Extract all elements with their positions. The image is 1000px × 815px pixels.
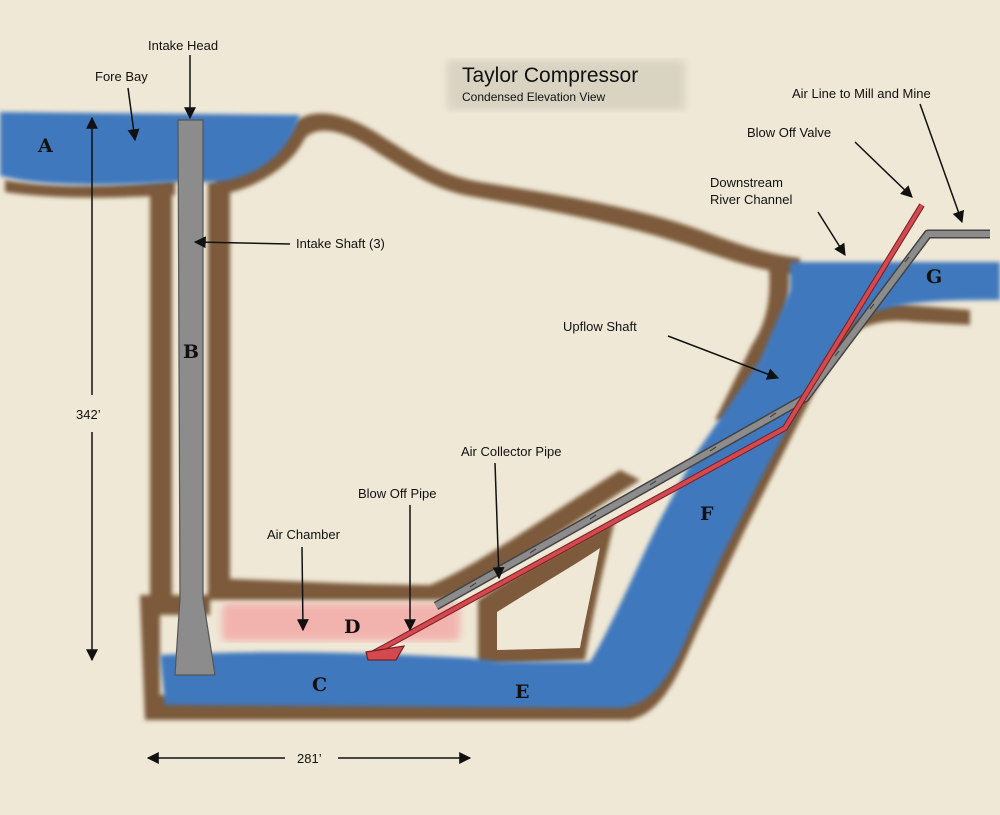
letter-c: C [312, 674, 327, 696]
rock-outline [5, 113, 970, 720]
arrow-air-collector [492, 462, 505, 580]
arrow-air-chamber [296, 546, 309, 632]
letter-e: E [515, 681, 529, 703]
label-downstream-line1: Downstream [710, 175, 783, 190]
water-body [0, 112, 1000, 708]
label-upflow-shaft: Upflow Shaft [563, 319, 637, 334]
flow-passage-water [160, 262, 1000, 708]
arrow-downstream [817, 211, 846, 257]
intake-shaft [174, 119, 216, 676]
label-air-collector-pipe: Air Collector Pipe [461, 444, 561, 459]
arrow-air-line [919, 103, 965, 224]
letter-f: F [700, 503, 714, 525]
title-box [447, 60, 685, 110]
label-air-chamber: Air Chamber [267, 527, 341, 542]
label-fore-bay: Fore Bay [95, 69, 148, 84]
arrow-blow-off-valve [854, 141, 913, 198]
diagram-subtitle: Condensed Elevation View [462, 90, 606, 104]
air-collector-pipe [433, 229, 990, 610]
label-blow-off-valve: Blow Off Valve [747, 125, 831, 140]
label-blow-off-pipe: Blow Off Pipe [358, 486, 437, 501]
air-chamber [222, 603, 460, 641]
label-air-line: Air Line to Mill and Mine [792, 86, 931, 101]
label-downstream-line2: River Channel [710, 192, 792, 207]
dimension-height: 342’ [76, 407, 101, 422]
blow-off-pipe [365, 203, 925, 661]
dimension-width: 281’ [297, 751, 322, 766]
arrow-upflow-shaft [667, 335, 780, 380]
letter-b: B [183, 341, 199, 363]
label-intake-head: Intake Head [148, 38, 218, 53]
label-intake-shaft: Intake Shaft (3) [296, 236, 385, 251]
letter-g: G [926, 266, 942, 288]
island [497, 548, 600, 650]
fore-bay-water [0, 112, 300, 185]
annotation-arrows [86, 55, 965, 764]
arrow-fore-bay [127, 87, 140, 142]
letter-a: A [37, 135, 53, 157]
letter-d: D [344, 616, 360, 638]
arrow-intake-shaft [193, 236, 291, 249]
diagram-title: Taylor Compressor [462, 64, 638, 87]
